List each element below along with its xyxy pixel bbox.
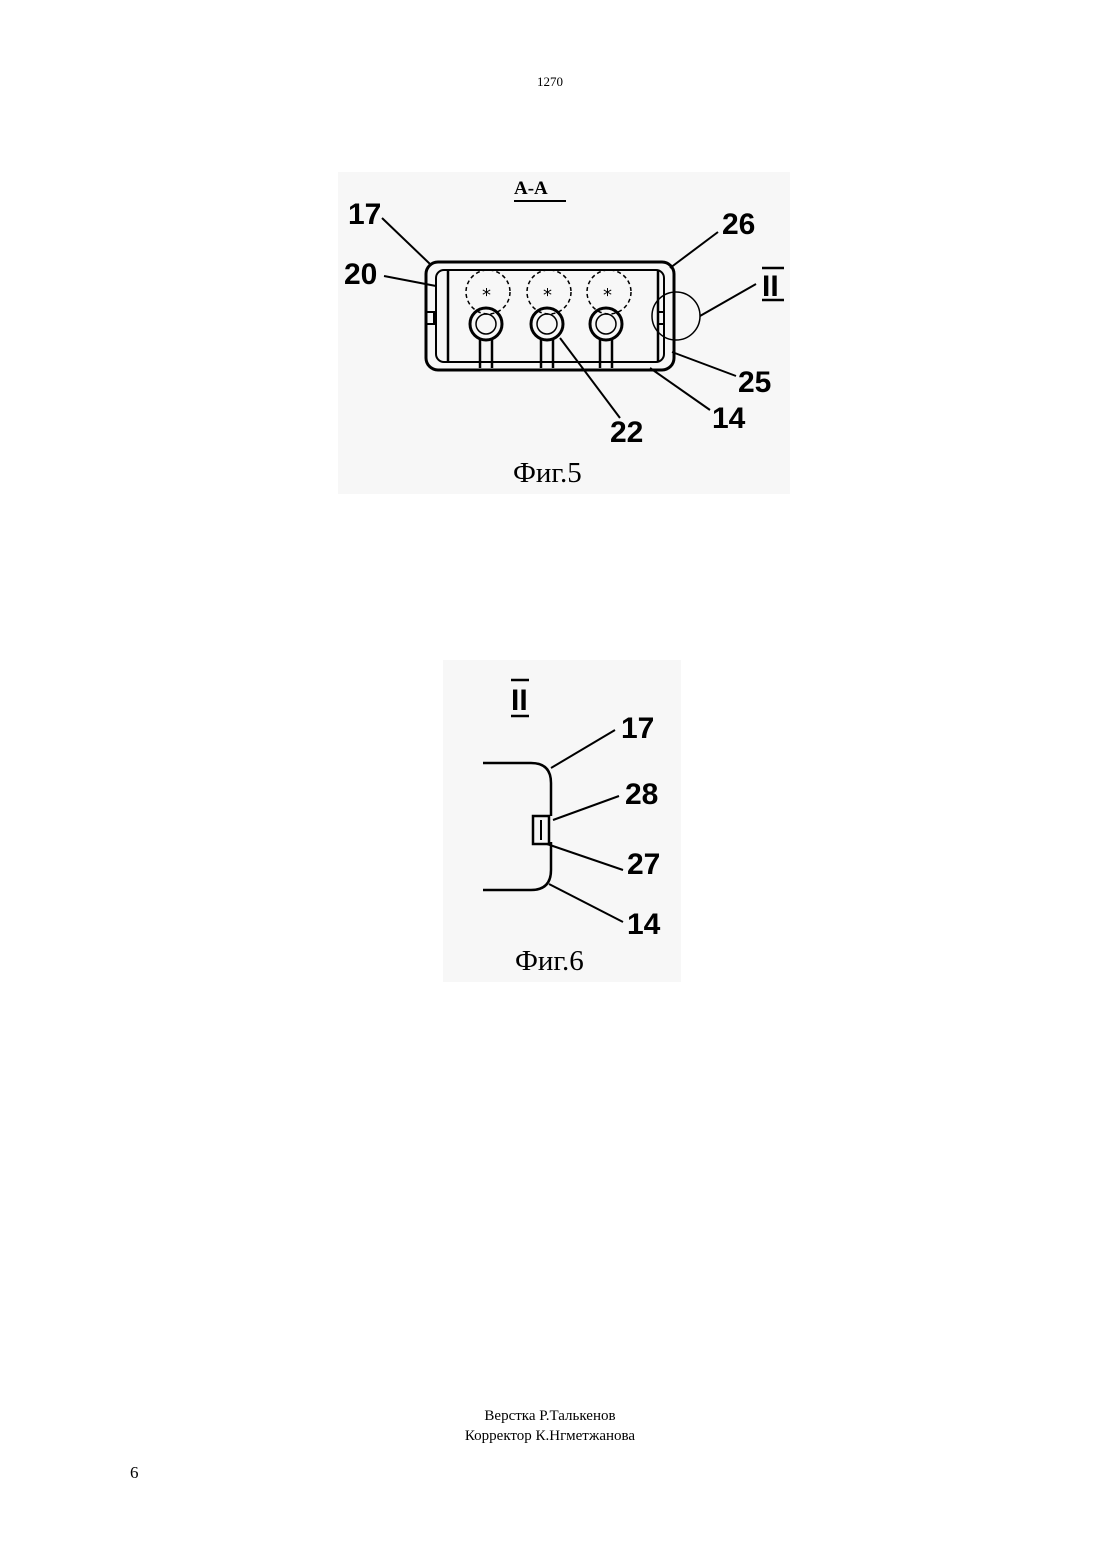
label-22: 22 (610, 416, 643, 449)
label-17: 17 (348, 198, 381, 231)
label-27: 27 (627, 848, 660, 881)
leader-26 (670, 232, 718, 268)
footer-credits: Верстка Р.Талькенов Корректор К.Нгметжан… (0, 1406, 1100, 1446)
svg-text:*: * (543, 285, 552, 306)
leader-25 (672, 352, 736, 376)
leader-27 (547, 844, 623, 870)
element-group-2: * (527, 270, 571, 368)
page-number: 6 (130, 1463, 139, 1483)
svg-text:II: II (511, 684, 528, 717)
figure-5: А-А * (338, 172, 790, 494)
figure-5-caption: Фиг.5 (513, 457, 582, 489)
svg-text:*: * (603, 285, 612, 306)
label-14: 14 (712, 402, 746, 435)
detail-label-II: II (511, 680, 529, 717)
svg-text:II: II (762, 270, 779, 303)
figure-6: II 17 28 27 14 Фиг.6 (443, 660, 681, 982)
label-II: II (762, 268, 784, 303)
leader-28 (553, 796, 619, 820)
label-26: 26 (722, 208, 755, 241)
label-20: 20 (344, 258, 377, 291)
element-group-3: * (587, 270, 631, 368)
label-14: 14 (627, 908, 661, 941)
leader-17 (382, 218, 430, 264)
leader-20 (384, 276, 436, 286)
label-17: 17 (621, 712, 654, 745)
leader-II (700, 284, 756, 316)
label-25: 25 (738, 366, 771, 399)
figure-6-drawing: II 17 28 27 14 Фиг.6 (443, 660, 681, 982)
svg-text:*: * (482, 285, 491, 306)
housing-outer (426, 262, 674, 370)
leader-14 (549, 884, 623, 922)
leader-14 (650, 368, 710, 410)
lower-wall (483, 842, 551, 890)
corrector-credit: Корректор К.Нгметжанова (0, 1426, 1100, 1446)
left-clip (427, 312, 434, 324)
document-number: 1270 (0, 74, 1100, 90)
figure-6-caption: Фиг.6 (515, 945, 584, 977)
figure-5-drawing: А-А * (338, 172, 790, 494)
element-group-1: * (466, 270, 510, 368)
upper-wall (483, 763, 551, 816)
layout-credit: Верстка Р.Талькенов (0, 1406, 1100, 1426)
leader-17 (551, 730, 615, 768)
section-label-aa: А-А (514, 178, 548, 199)
label-28: 28 (625, 778, 658, 811)
